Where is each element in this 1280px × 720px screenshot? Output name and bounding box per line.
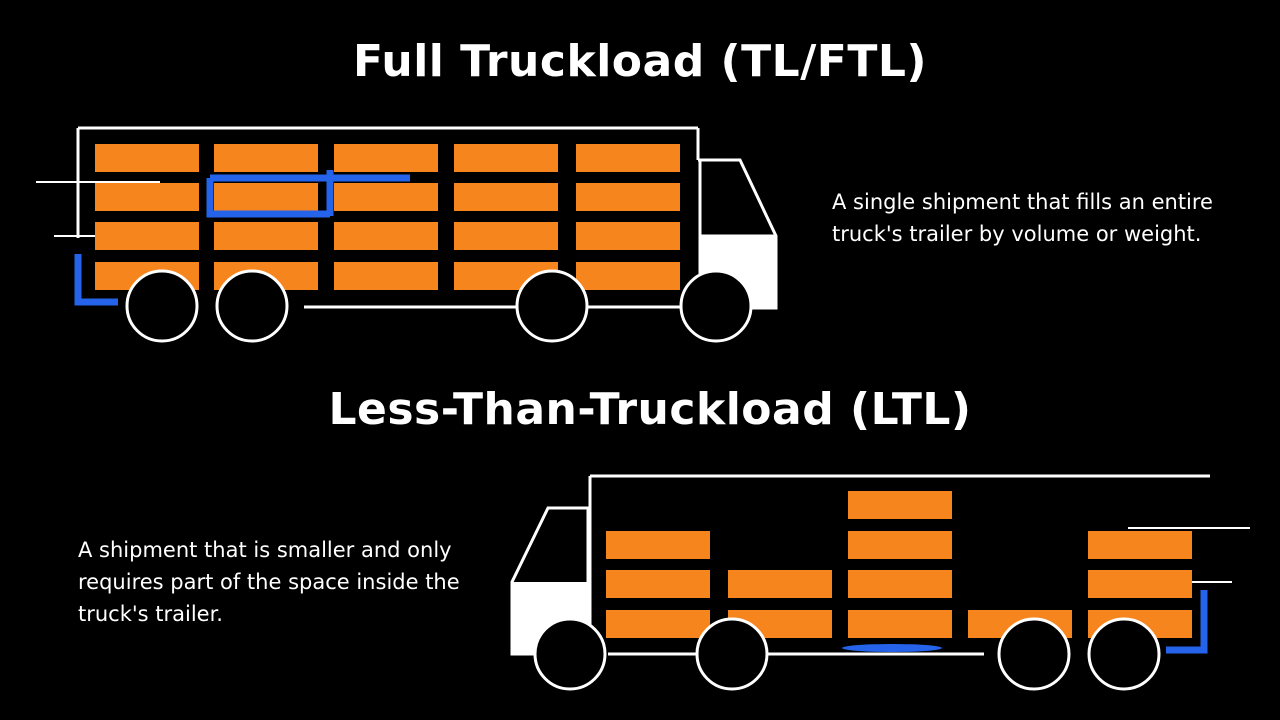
cargo-box-icon bbox=[334, 262, 438, 290]
ftl-description: A single shipment that fills an entire t… bbox=[832, 190, 1213, 246]
cargo-box-icon bbox=[606, 570, 710, 598]
cargo-box-icon bbox=[95, 183, 199, 211]
cargo-box-icon bbox=[454, 183, 558, 211]
cargo-box-icon bbox=[606, 531, 710, 559]
cargo-box-icon bbox=[95, 144, 199, 172]
cargo-box-icon bbox=[454, 222, 558, 250]
cargo-box-icon bbox=[214, 183, 318, 211]
wheel-icon bbox=[997, 617, 1071, 691]
cargo-box-icon bbox=[334, 222, 438, 250]
cargo-box-icon bbox=[576, 144, 680, 172]
cargo-box-icon bbox=[334, 144, 438, 172]
cargo-stacks bbox=[606, 491, 1192, 638]
wheel-icon bbox=[679, 269, 753, 343]
cargo-box-icon bbox=[848, 610, 952, 638]
ltl-description: A shipment that is smaller and only requ… bbox=[78, 538, 460, 626]
pallet-shadow bbox=[842, 644, 942, 652]
cargo-box-icon bbox=[1088, 570, 1192, 598]
cargo-box-icon bbox=[214, 144, 318, 172]
wheel-icon bbox=[533, 617, 607, 691]
cargo-box-icon bbox=[1088, 531, 1192, 559]
forklift-icon bbox=[74, 170, 410, 306]
wheel-icon bbox=[215, 269, 289, 343]
cargo-box-icon bbox=[606, 610, 710, 638]
cargo-box-icon bbox=[848, 531, 952, 559]
wheel-icon bbox=[515, 269, 589, 343]
cargo-box-icon bbox=[576, 183, 680, 211]
cargo-box-icon bbox=[454, 144, 558, 172]
cargo-box-icon bbox=[95, 222, 199, 250]
cargo-box-icon bbox=[576, 222, 680, 250]
forklift-icon bbox=[1166, 590, 1208, 654]
cargo-box-icon bbox=[214, 222, 318, 250]
cargo-box-icon bbox=[728, 570, 832, 598]
cargo-box-icon bbox=[334, 183, 438, 211]
wheel-icon bbox=[695, 617, 769, 691]
cargo-box-icon bbox=[848, 570, 952, 598]
cargo-box-icon bbox=[576, 262, 680, 290]
cargo-box-icon bbox=[848, 491, 952, 519]
ltl-title: Less-Than-Truckload (LTL) bbox=[328, 384, 972, 435]
wheel-icon bbox=[125, 269, 199, 343]
ftl-title: Full Truckload (TL/FTL) bbox=[353, 36, 927, 87]
wheel-icon bbox=[1087, 617, 1161, 691]
